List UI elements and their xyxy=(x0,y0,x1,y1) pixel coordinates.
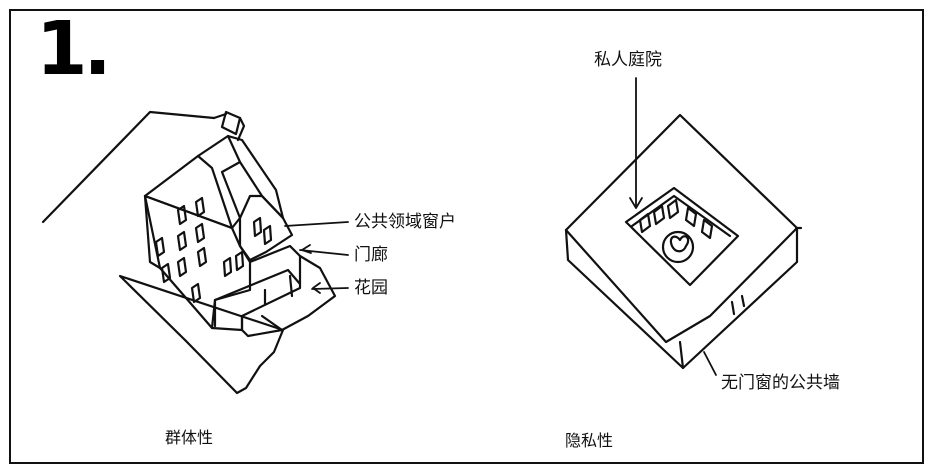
wall-window xyxy=(154,236,166,258)
label-public-wall: 无门窗的公共墙 xyxy=(721,373,840,393)
wall-window xyxy=(176,204,188,226)
leader-lines-right xyxy=(629,77,717,376)
courtyard-window xyxy=(652,204,666,226)
courtyard-window xyxy=(700,218,714,240)
public-window xyxy=(262,224,273,246)
block-top xyxy=(564,113,799,344)
label-private-courtyard: 私人庭院 xyxy=(594,50,662,70)
figure-frame xyxy=(9,9,924,464)
public-window xyxy=(234,250,245,272)
public-window xyxy=(222,256,233,278)
caption-right: 隐私性 xyxy=(565,431,614,450)
wall-window xyxy=(194,196,206,218)
figure-number: 1. xyxy=(36,6,112,92)
leader-lines-left xyxy=(284,221,349,294)
plot-outline xyxy=(41,110,285,395)
courtyard-window xyxy=(638,212,652,234)
caption-left: 群体性 xyxy=(165,428,214,447)
wall-window xyxy=(196,246,208,268)
label-public-windows: 公共领域窗户 xyxy=(354,212,456,232)
house-sketch xyxy=(41,110,337,395)
courtyard-block xyxy=(564,113,803,370)
wall-window xyxy=(190,282,202,304)
garden xyxy=(240,254,337,338)
chimney xyxy=(220,110,242,136)
public-window xyxy=(252,216,263,238)
wall-window xyxy=(194,222,206,244)
house-wall xyxy=(143,194,252,330)
courtyard-opening xyxy=(624,186,740,287)
tree-icon xyxy=(661,230,695,264)
label-porch: 门廊 xyxy=(354,245,388,265)
wall-window xyxy=(160,262,172,284)
roof xyxy=(143,134,285,230)
wall-window xyxy=(176,256,188,278)
label-garden: 花园 xyxy=(354,278,388,298)
courtyard-window xyxy=(684,206,698,228)
courtyard-window xyxy=(666,198,680,220)
wall-window xyxy=(176,230,188,252)
